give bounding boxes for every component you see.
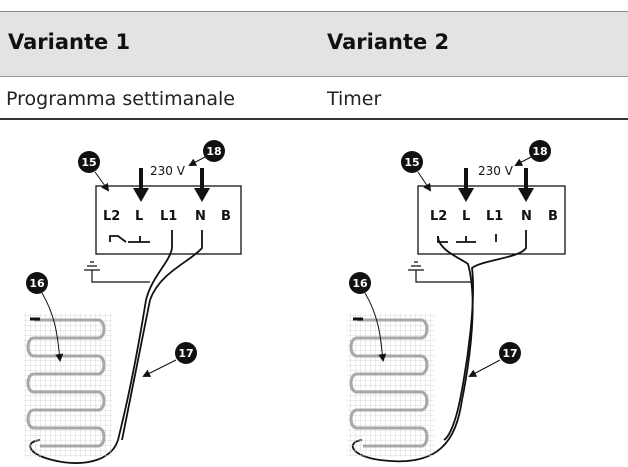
callout-15: 15 (404, 156, 419, 169)
header-variant-1: Variante 1 (8, 30, 131, 54)
callout-badge (26, 272, 48, 294)
subtitle-variant-1: Programma settimanale (6, 88, 235, 110)
callout-17: 17 (502, 347, 517, 360)
terminal-l2: L2 (430, 209, 447, 224)
switch-symbol (109, 235, 150, 243)
callout-18: 18 (532, 145, 547, 158)
supply-arrowhead-n (518, 188, 534, 202)
terminal-l: L (135, 209, 143, 224)
callout-18: 18 (206, 145, 221, 158)
voltage-label: 230 V (478, 164, 514, 178)
diagram-variant-1: L2 L L1 N B 230 V 15 18 16 17 (24, 140, 242, 464)
table-header (0, 12, 628, 76)
callout-badge (349, 272, 371, 294)
header-rule (0, 76, 628, 77)
callout-15: 15 (81, 156, 96, 169)
cable-n (443, 230, 527, 441)
callout-badge (203, 140, 225, 162)
subtitle-rule (0, 118, 628, 120)
header-variant-2: Variante 2 (327, 30, 450, 54)
terminal-l1: L1 (486, 209, 503, 224)
callout-leader (142, 359, 177, 377)
terminal-b: B (548, 209, 558, 224)
callout-badge (499, 342, 521, 364)
terminal-b: B (221, 209, 231, 224)
callout-leader (468, 359, 501, 377)
terminal-l: L (462, 209, 470, 224)
terminal-l1: L1 (160, 209, 177, 224)
switch-symbol (437, 234, 497, 243)
callout-badge (175, 342, 197, 364)
callout-leader (188, 156, 206, 166)
heating-mat (24, 313, 112, 457)
callout-leader (417, 171, 432, 192)
callout-leader (41, 292, 64, 362)
controller-box (95, 185, 242, 255)
callout-16: 16 (352, 277, 368, 290)
heating-cable (349, 318, 429, 448)
terminal-n: N (195, 209, 206, 224)
callout-badge (529, 140, 551, 162)
callout-leader (514, 156, 532, 166)
cable-n (121, 230, 203, 441)
callout-badge (78, 151, 100, 173)
callout-17: 17 (178, 347, 193, 360)
heating-mat (347, 313, 435, 457)
cable-l2 (351, 235, 474, 463)
terminal-l2: L2 (103, 209, 120, 224)
supply-arrowhead-l (458, 188, 474, 202)
supply-arrowhead-n (194, 188, 210, 202)
heating-cable (26, 318, 106, 448)
ground-symbol (84, 261, 150, 283)
callout-badge (401, 151, 423, 173)
callout-leader (94, 171, 110, 192)
subtitle-variant-2: Timer (327, 88, 382, 110)
supply-arrowhead-l (133, 188, 149, 202)
top-rule (0, 11, 628, 12)
terminal-n: N (521, 209, 532, 224)
voltage-label: 230 V (150, 164, 186, 178)
callout-leader (364, 292, 387, 362)
diagram-variant-2: L2 L L1 N B 230 V 15 18 16 17 (347, 140, 566, 463)
callout-16: 16 (29, 277, 45, 290)
ground-symbol (408, 261, 472, 283)
